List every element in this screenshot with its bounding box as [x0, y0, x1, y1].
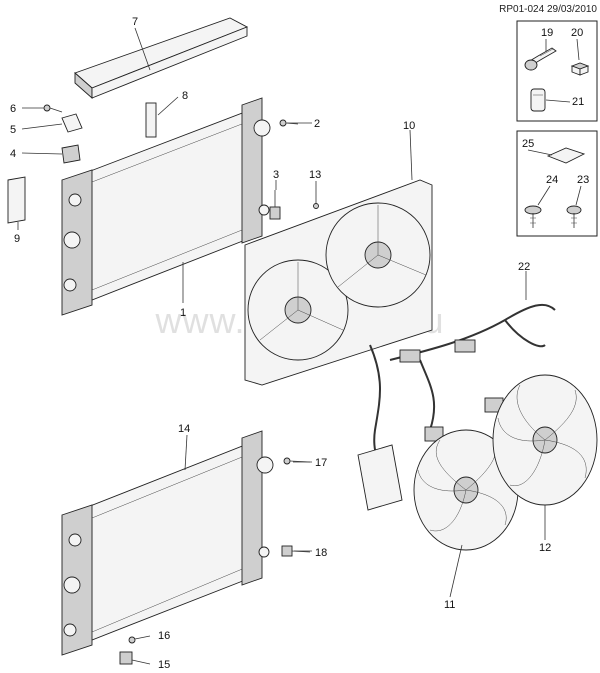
callout-15: 15	[158, 659, 170, 671]
callout-24: 24	[546, 174, 558, 186]
inset-box-fasteners	[516, 130, 598, 237]
bolt-19-illustration	[524, 47, 557, 71]
callout-4: 4	[10, 148, 16, 160]
callout-3: 3	[273, 169, 279, 181]
part-17-bolt	[283, 457, 311, 465]
callout-14: 14	[178, 423, 190, 435]
callout-19: 19	[541, 27, 553, 39]
part-15-cap	[119, 651, 151, 665]
part-6-screw	[43, 104, 63, 113]
callout-23: 23	[577, 174, 589, 186]
cooling-fan-12	[492, 374, 598, 506]
part-9-pad	[7, 176, 26, 224]
callout-17: 17	[315, 457, 327, 469]
callout-18: 18	[315, 547, 327, 559]
callout-10: 10	[403, 120, 415, 132]
doc-id: RP01-024 29/03/2010	[499, 4, 597, 15]
radiator-upper	[61, 97, 271, 316]
callout-21: 21	[572, 96, 584, 108]
part-2-bolt	[279, 119, 299, 127]
inset-box-hardware	[516, 20, 598, 122]
fan-shroud	[244, 179, 433, 386]
part-5-bracket	[61, 113, 83, 133]
part-13-pin	[313, 203, 319, 209]
callout-9: 9	[14, 233, 20, 245]
part-8-pad	[145, 102, 157, 138]
wiring-harness	[357, 303, 556, 511]
callout-13: 13	[309, 169, 321, 181]
inset-leader-lines	[527, 38, 582, 206]
leader-lines	[17, 27, 546, 598]
callout-20: 20	[571, 27, 583, 39]
part-7-seal-strip	[74, 17, 249, 99]
part-4-bracket	[61, 144, 81, 164]
radiator-lower	[61, 430, 274, 656]
clip-nut-25-illustration	[546, 147, 586, 164]
cooling-fan-11	[413, 429, 519, 551]
nut-20-illustration	[570, 62, 590, 76]
callout-16: 16	[158, 630, 170, 642]
callout-22: 22	[518, 261, 530, 273]
callout-5: 5	[10, 124, 16, 136]
callout-7: 7	[132, 16, 138, 28]
callout-labels: 7 8 6 5 4 9 1 2 3 13 10 22 14 17 18 16 1…	[10, 16, 589, 671]
clip-21-illustration	[530, 88, 546, 112]
callout-8: 8	[182, 90, 188, 102]
callout-6: 6	[10, 103, 16, 115]
part-3-sensor	[269, 190, 281, 220]
part-16-plug	[128, 635, 151, 644]
screw-23-illustration	[566, 205, 582, 228]
callout-25: 25	[522, 138, 534, 150]
callout-12: 12	[539, 542, 551, 554]
callout-2: 2	[314, 118, 320, 130]
screw-24-illustration	[524, 205, 542, 228]
callout-1: 1	[180, 307, 186, 319]
callout-11: 11	[444, 599, 455, 611]
